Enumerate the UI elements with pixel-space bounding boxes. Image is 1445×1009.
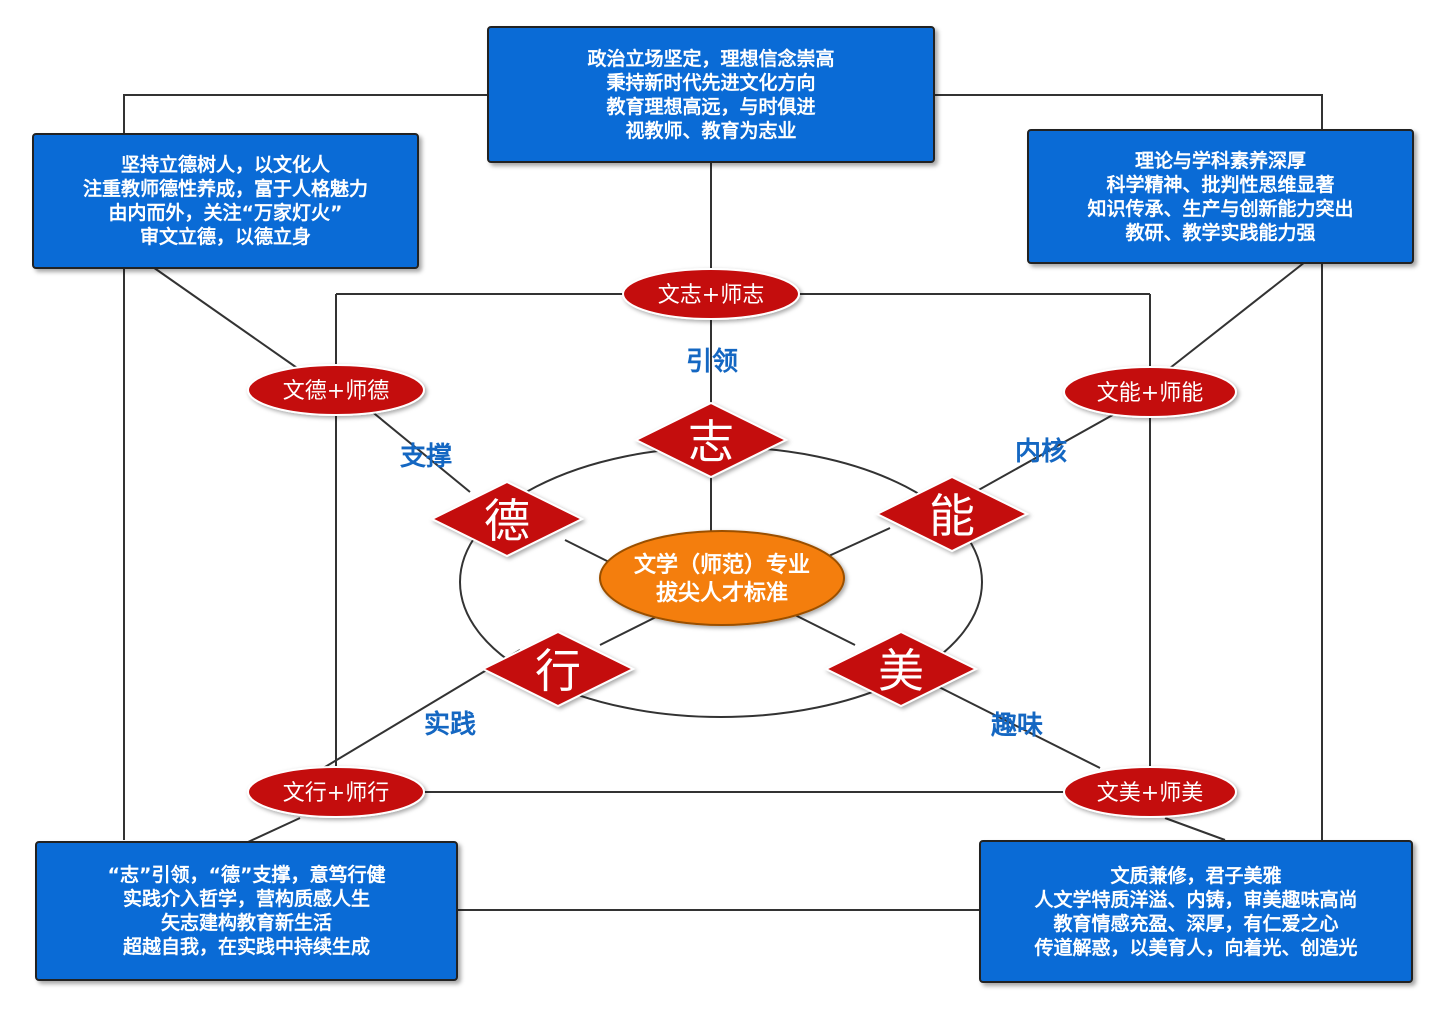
box-bottom-left: “志”引领，“德”支撑，意笃行健 实践介入哲学，营构质感人生 矢志建构教育新生活… xyxy=(35,841,458,981)
link-bottomleft-box xyxy=(247,817,301,843)
box-top-line: 政治立场坚定，理想信念崇高 xyxy=(587,47,835,70)
box-bottom-left-line: 矢志建构教育新生活 xyxy=(160,912,332,934)
box-top-right: 理论与学科素养深厚 科学精神、批判性思维显著 知识传承、生产与创新能力突出 教研… xyxy=(1027,129,1414,264)
link-mei xyxy=(934,684,1101,769)
spoke-xing xyxy=(599,614,661,646)
oval-de: 文德+师德 xyxy=(247,364,425,416)
edge-label-mei: 趣味 xyxy=(990,710,1043,740)
box-bottom-right-line: 人文学特质洋溢、内铸，审美趣味高尚 xyxy=(1034,888,1358,911)
box-top: 政治立场坚定，理想信念崇高 秉持新时代先进文化方向 教育理想高远，与时俱进 视教… xyxy=(487,26,935,163)
edge-label-neng: 内核 xyxy=(1015,436,1067,466)
diamond-mei: 美 xyxy=(823,630,979,708)
diamond-xing-label: 行 xyxy=(535,644,581,698)
oval-xing-label: 文行+师行 xyxy=(283,781,389,806)
box-top-right-line: 科学精神、批判性思维显著 xyxy=(1106,173,1335,196)
spoke-mei xyxy=(794,614,856,646)
diamond-mei-label: 美 xyxy=(878,644,924,698)
box-bottom-left-line: “志”引领，“德”支撑，意笃行健 xyxy=(107,864,386,886)
spoke-neng xyxy=(819,527,891,561)
box-top-line: 教育理想高远，与时俱进 xyxy=(606,95,816,118)
box-top-right-line: 教研、教学实践能力强 xyxy=(1125,221,1316,244)
oval-zhi-label: 文志+师志 xyxy=(658,283,764,308)
diamond-neng-label: 能 xyxy=(929,489,975,543)
box-top-left: 坚持立德树人，以文化人 注重教师德性养成，富于人格魅力 由内而外，关注“万家灯火… xyxy=(32,133,419,269)
spoke-de xyxy=(564,539,616,566)
box-top-left-line: 坚持立德树人，以文化人 xyxy=(120,154,330,176)
oval-mei-label: 文美+师美 xyxy=(1097,781,1203,806)
center-line-1: 文学（师范）专业 xyxy=(634,552,810,577)
link-neng xyxy=(974,411,1119,493)
edge-label-zhi: 引领 xyxy=(686,346,738,376)
oval-neng-label: 文能+师能 xyxy=(1097,381,1203,406)
link-de xyxy=(369,409,471,493)
outer-frame-right xyxy=(935,94,1323,840)
box-bottom-left-line: 实践介入哲学，营构质感人生 xyxy=(122,888,370,910)
outer-frame-left xyxy=(123,94,488,840)
diamond-de-label: 德 xyxy=(484,494,530,548)
box-bottom-left-line: 超越自我，在实践中持续生成 xyxy=(122,936,370,958)
box-bottom-right-line: 传道解惑，以美育人，向着光、创造光 xyxy=(1034,936,1358,959)
link-topleft-box xyxy=(149,264,301,371)
diamond-zhi-label: 志 xyxy=(688,415,734,469)
center-line-2: 拔尖人才标准 xyxy=(656,580,788,605)
box-top-line: 视教师、教育为志业 xyxy=(625,119,797,142)
box-top-right-line: 知识传承、生产与创新能力突出 xyxy=(1087,197,1354,220)
link-topright-box xyxy=(1169,261,1306,369)
box-top-right-line: 理论与学科素养深厚 xyxy=(1134,149,1306,172)
box-top-left-line: 由内而外，关注“万家灯火” xyxy=(108,202,343,224)
oval-mei: 文美+师美 xyxy=(1063,766,1237,818)
edge-label-xing: 实践 xyxy=(424,709,476,739)
diamond-zhi: 志 xyxy=(633,401,789,479)
link-bottomright-box xyxy=(1164,817,1226,841)
oval-neng: 文能+师能 xyxy=(1063,366,1237,418)
box-top-left-line: 审文立德，以德立身 xyxy=(139,226,311,248)
oval-de-label: 文德+师德 xyxy=(283,379,389,404)
diamond-neng: 能 xyxy=(874,475,1030,553)
center-node: 文学（师范）专业 拔尖人才标准 xyxy=(599,530,845,626)
oval-xing: 文行+师行 xyxy=(247,766,425,818)
box-bottom-right: 文质兼修，君子美雅 人文学特质洋溢、内铸，审美趣味高尚 教育情感充盈、深厚，有仁… xyxy=(979,840,1413,983)
diamond-xing: 行 xyxy=(480,630,636,708)
box-top-left-line: 注重教师德性养成，富于人格魅力 xyxy=(82,178,368,200)
box-bottom-right-line: 教育情感充盈、深厚，有仁爱之心 xyxy=(1053,912,1339,935)
box-bottom-right-line: 文质兼修，君子美雅 xyxy=(1110,864,1282,887)
box-top-line: 秉持新时代先进文化方向 xyxy=(606,71,816,94)
oval-zhi: 文志+师志 xyxy=(622,268,800,320)
edge-label-de: 支撑 xyxy=(400,441,452,471)
diamond-de: 德 xyxy=(429,480,585,558)
